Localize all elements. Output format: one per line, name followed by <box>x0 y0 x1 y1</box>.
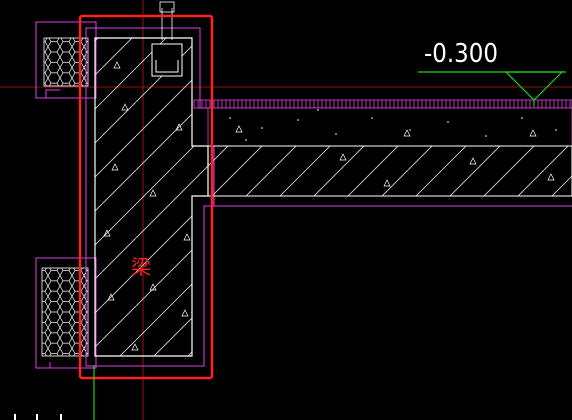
screed-dots <box>229 109 557 141</box>
slab-surface-finish <box>193 99 572 109</box>
slab-structural-layer <box>207 145 572 197</box>
elevation-marker <box>418 71 566 106</box>
beam-aggregate-marks <box>103 61 555 351</box>
selection-highlight-box[interactable] <box>78 14 214 380</box>
beam-section <box>94 37 209 357</box>
slab-screed-layer <box>207 107 572 147</box>
elevation-label: -0.300 <box>424 39 498 69</box>
lower-wall-block <box>35 257 97 369</box>
bottom-edge-marks <box>14 414 62 420</box>
beam-label: 梁 <box>131 255 151 279</box>
top-notch-detail <box>151 1 183 77</box>
